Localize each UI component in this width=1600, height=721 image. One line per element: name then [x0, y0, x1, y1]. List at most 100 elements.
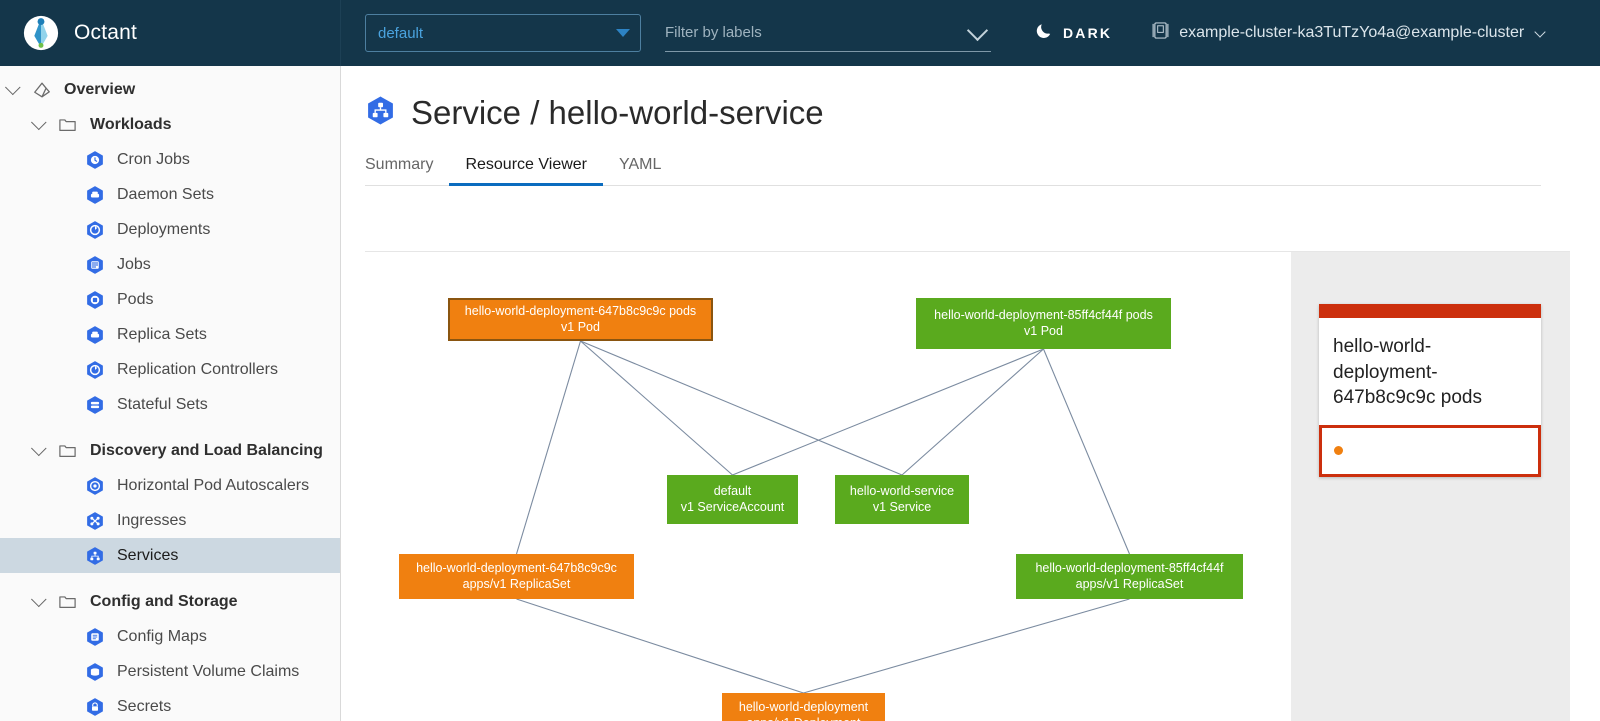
sidebar-item-label: Pods — [117, 291, 153, 309]
graph-node-deploy[interactable]: hello-world-deploymentapps/v1 Deployment — [722, 693, 885, 721]
tab-yaml[interactable]: YAML — [603, 152, 677, 186]
label-filter-placeholder: Filter by labels — [665, 24, 762, 41]
sidebar-item-ingresses[interactable]: Ingresses — [0, 503, 340, 538]
cluster-name: example-cluster-ka3TuTzYo4a@example-clus… — [1179, 24, 1524, 42]
main-content: Service / hello-world-service SummaryRes… — [341, 66, 1600, 721]
detail-pane: hello-world-deployment-647b8c9c9c pods — [1291, 252, 1570, 721]
sidebar-item-secrets[interactable]: Secrets — [0, 689, 340, 721]
page-header: Service / hello-world-service — [341, 66, 1600, 132]
sidebar-item-label: Cron Jobs — [117, 151, 190, 169]
graph-node-kind: apps/v1 Deployment — [747, 716, 861, 721]
sidebar-item-label: Overview — [64, 81, 135, 99]
dark-theme-label: DARK — [1063, 25, 1112, 41]
sidebar-item-label: Workloads — [90, 116, 172, 134]
graph-node-kind: v1 Service — [873, 500, 931, 516]
graph-edge — [733, 349, 1044, 475]
graph-node-rs-85f[interactable]: hello-world-deployment-85ff4cf44fapps/v1… — [1016, 554, 1243, 599]
overview-icon — [32, 80, 52, 100]
page-title: Service / hello-world-service — [365, 94, 1600, 132]
pod-icon — [85, 290, 105, 310]
status-dot — [1334, 446, 1343, 455]
chevron-down-icon[interactable] — [31, 441, 47, 457]
rc-icon — [85, 360, 105, 380]
sidebar-item-horizontal-pod-autoscalers[interactable]: Horizontal Pod Autoscalers — [0, 468, 340, 503]
graph-node-kind: apps/v1 ReplicaSet — [463, 577, 571, 593]
sidebar-item-label: Horizontal Pod Autoscalers — [117, 477, 309, 495]
dark-theme-toggle[interactable]: DARK — [1035, 21, 1112, 45]
sidebar-item-label: Discovery and Load Balancing — [90, 442, 323, 460]
graph-node-name: hello-world-service — [850, 484, 954, 500]
daemonset-icon — [85, 185, 105, 205]
pvc-icon — [85, 662, 105, 682]
sidebar-item-label: Config Maps — [117, 628, 207, 646]
graph-node-name: hello-world-deployment-85ff4cf44f — [1035, 561, 1223, 577]
sidebar-item-label: Replica Sets — [117, 326, 207, 344]
sidebar-item-label: Deployments — [117, 221, 210, 239]
sidebar-item-replica-sets[interactable]: Replica Sets — [0, 317, 340, 352]
folder-icon — [58, 115, 78, 135]
tab-resource-viewer[interactable]: Resource Viewer — [449, 152, 603, 186]
graph-node-pod-85f[interactable]: hello-world-deployment-85ff4cf44f podsv1… — [916, 298, 1171, 349]
sidebar-item-persistent-volume-claims[interactable]: Persistent Volume Claims — [0, 654, 340, 689]
service-icon — [85, 546, 105, 566]
resource-graph[interactable]: hello-world-deployment-647b8c9c9c podsv1… — [365, 252, 1291, 721]
chevron-down-icon[interactable] — [5, 80, 21, 96]
sidebar-item-label: Replication Controllers — [117, 361, 278, 379]
graph-node-rs-647[interactable]: hello-world-deployment-647b8c9c9capps/v1… — [399, 554, 634, 599]
sidebar-item-label: Ingresses — [117, 512, 186, 530]
sidebar-item-replication-controllers[interactable]: Replication Controllers — [0, 352, 340, 387]
cluster-selector[interactable]: example-cluster-ka3TuTzYo4a@example-clus… — [1152, 21, 1544, 45]
tab-summary[interactable]: Summary — [365, 152, 449, 186]
sidebar-item-services[interactable]: Services — [0, 538, 340, 573]
sidebar-item-deployments[interactable]: Deployments — [0, 212, 340, 247]
graph-edge — [902, 349, 1044, 475]
sidebar-item-cron-jobs[interactable]: Cron Jobs — [0, 142, 340, 177]
namespace-select[interactable]: default — [365, 14, 641, 52]
brand[interactable]: Octant — [0, 0, 341, 66]
chevron-down-icon — [1535, 26, 1546, 37]
graph-node-pod-647[interactable]: hello-world-deployment-647b8c9c9c podsv1… — [448, 298, 713, 341]
sidebar-item-label: Daemon Sets — [117, 186, 214, 204]
namespace-value: default — [378, 25, 423, 42]
sidebar-item-label: Config and Storage — [90, 593, 238, 611]
chevron-down-icon[interactable] — [31, 115, 47, 131]
cronjob-icon — [85, 150, 105, 170]
graph-edge — [517, 599, 804, 693]
graph-node-name: hello-world-deployment — [739, 700, 868, 716]
detail-title: hello-world-deployment-647b8c9c9c pods — [1319, 318, 1541, 425]
moon-icon — [1035, 21, 1054, 45]
hpa-icon — [85, 476, 105, 496]
sidebar-item-discovery-and-load-balancing[interactable]: Discovery and Load Balancing — [0, 433, 340, 468]
sidebar-item-config-and-storage[interactable]: Config and Storage — [0, 584, 340, 619]
chevron-down-icon[interactable] — [31, 592, 47, 608]
graph-node-kind: v1 ServiceAccount — [681, 500, 785, 516]
sidebar-item-pods[interactable]: Pods — [0, 282, 340, 317]
graph-edge — [804, 599, 1130, 693]
sidebar-item-label: Persistent Volume Claims — [117, 663, 299, 681]
chevron-down-icon[interactable] — [967, 20, 988, 41]
octant-logo-icon — [22, 14, 60, 52]
graph-node-svc[interactable]: hello-world-servicev1 Service — [835, 475, 969, 524]
graph-edge — [1044, 349, 1130, 554]
sidebar-item-config-maps[interactable]: Config Maps — [0, 619, 340, 654]
sidebar-item-jobs[interactable]: Jobs — [0, 247, 340, 282]
cluster-icon — [1152, 21, 1169, 45]
detail-card[interactable]: hello-world-deployment-647b8c9c9c pods — [1319, 304, 1541, 477]
graph-node-name: hello-world-deployment-85ff4cf44f pods — [934, 308, 1153, 324]
detail-status-row[interactable] — [1319, 425, 1541, 477]
graph-edge — [517, 341, 581, 554]
sidebar-item-workloads[interactable]: Workloads — [0, 107, 340, 142]
graph-node-kind: v1 Pod — [1024, 324, 1063, 340]
sidebar-item-stateful-sets[interactable]: Stateful Sets — [0, 387, 340, 422]
caret-down-icon — [616, 29, 630, 37]
folder-icon — [58, 441, 78, 461]
brand-name: Octant — [74, 21, 137, 45]
label-filter-input[interactable]: Filter by labels — [665, 14, 991, 52]
sidebar-item-overview[interactable]: Overview — [0, 72, 340, 107]
sidebar-item-daemon-sets[interactable]: Daemon Sets — [0, 177, 340, 212]
graph-node-sa[interactable]: defaultv1 ServiceAccount — [667, 475, 798, 524]
graph-node-kind: v1 Pod — [561, 320, 600, 336]
sidebar-item-label: Jobs — [117, 256, 151, 274]
deployment-icon — [85, 220, 105, 240]
graph-edge — [581, 341, 903, 475]
